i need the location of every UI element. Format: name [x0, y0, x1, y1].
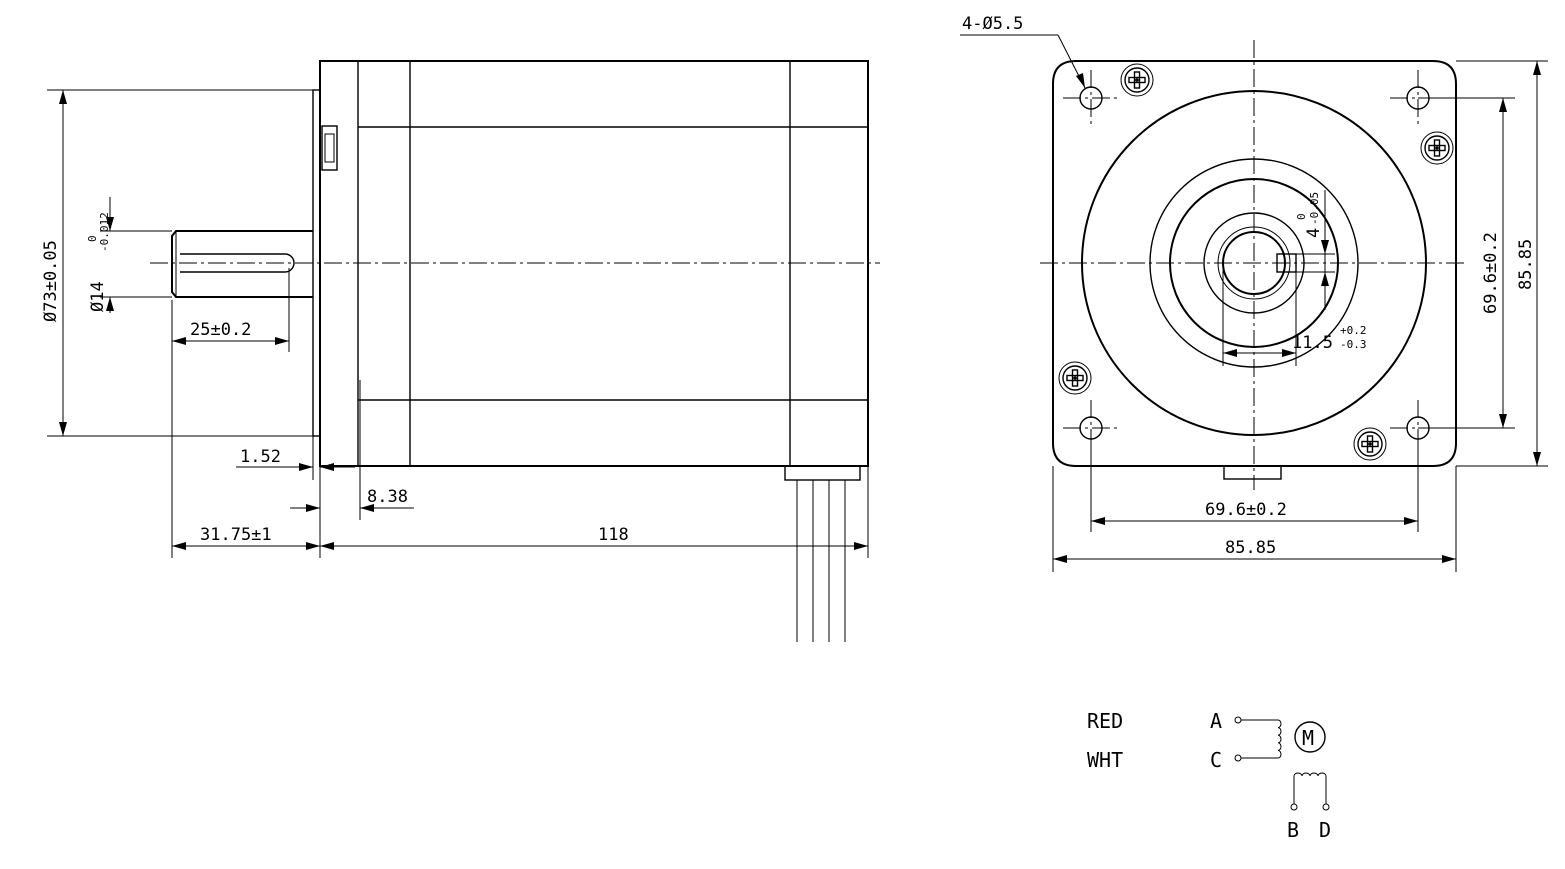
dim-key-depth: 11.5 +0.2 -0.3: [1222, 270, 1367, 366]
screw-head-icon: [1420, 131, 1454, 165]
width-label: 85.85: [1225, 538, 1276, 558]
connector-block: [321, 125, 338, 171]
key-width-tol-lower: -0.05: [1308, 192, 1321, 225]
terminal-d-label: D: [1319, 818, 1331, 842]
front-view: 4-Ø5.5 4 0 -0.05 11.5 +0.2 -0.3: [960, 14, 1548, 572]
terminal-c-label: C: [1210, 748, 1222, 772]
flange-thickness-label: 1.52: [240, 447, 281, 467]
key-depth-tol-lower: -0.3: [1340, 338, 1367, 351]
flange-outline: [1052, 60, 1457, 467]
wire-color-red: RED: [1087, 709, 1123, 733]
body-length-label: 118: [598, 525, 629, 545]
shaft: [150, 230, 880, 298]
side-view: Ø73±0.05 Ø14 0 -0.012 25±0.2: [41, 60, 880, 642]
dim-width: 85.85: [1052, 466, 1457, 572]
hole-spacing-vertical-label: 69.6±0.2: [1481, 232, 1501, 314]
coil-ac-icon: [1277, 719, 1282, 759]
screw-head-icon: [1120, 63, 1154, 97]
motor-symbol-label: M: [1302, 726, 1314, 750]
cable-exit-tab: [1223, 465, 1282, 480]
terminal-b-label: B: [1287, 818, 1299, 842]
shaft-tol-lower: -0.012: [98, 212, 111, 252]
mounting-holes-label: 4-Ø5.5: [962, 14, 1023, 34]
wiring-diagram: RED WHT A C M B D: [1087, 709, 1331, 842]
terminal-a-label: A: [1210, 709, 1222, 733]
coil-bd-icon: [1293, 772, 1327, 777]
height-label: 85.85: [1516, 239, 1536, 290]
wire-color-white: WHT: [1087, 748, 1123, 772]
key-depth-tol-upper: +0.2: [1340, 324, 1367, 337]
dim-mounting-holes: 4-Ø5.5: [960, 14, 1086, 89]
screw-head-icon: [1058, 361, 1092, 395]
shaft-extension-label: 31.75±1: [200, 525, 272, 545]
boss-offset-label: 8.38: [367, 487, 408, 507]
lead-wires: [784, 465, 861, 642]
flange-diameter-label: Ø73±0.05: [41, 240, 61, 322]
dim-hole-spacing-vertical: 69.6±0.2: [1418, 97, 1515, 429]
mounting-hole-top-left: [1062, 69, 1120, 127]
key-width-tol-upper: 0: [1295, 213, 1308, 220]
shaft-tol-upper: 0: [86, 235, 99, 242]
dim-flange-diameter: Ø73±0.05: [41, 89, 313, 437]
dim-key-width: 4 0 -0.05: [1295, 190, 1335, 310]
dim-hole-spacing-horizontal: 69.6±0.2: [1090, 440, 1419, 532]
dim-height: 85.85: [1456, 60, 1548, 467]
dim-shaft-diameter: Ø14 0 -0.012: [86, 197, 172, 313]
shaft-diameter-label: Ø14: [88, 281, 108, 312]
dim-overall-length: 31.75±1 118: [172, 466, 869, 558]
dim-shaft-length: 25±0.2: [171, 268, 290, 558]
shaft-length-label: 25±0.2: [190, 320, 251, 340]
motor-symbol-icon: [1294, 721, 1326, 753]
dim-flange-thickness: 1.52: [236, 436, 355, 558]
key-width-label: 4: [1304, 228, 1324, 238]
dim-boss-offset: 8.38: [290, 380, 414, 520]
hole-spacing-horizontal-label: 69.6±0.2: [1205, 500, 1287, 520]
screw-head-icon: [1353, 427, 1387, 461]
key-depth-label: 11.5: [1292, 333, 1333, 353]
